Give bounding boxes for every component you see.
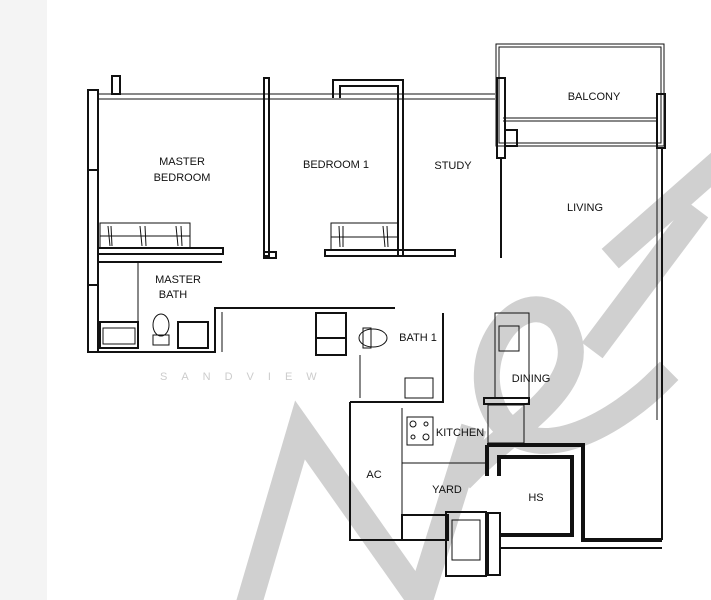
label-study: STUDY xyxy=(434,160,472,172)
label-hs: HS xyxy=(528,492,543,504)
label-living: LIVING xyxy=(567,202,603,214)
top-wall xyxy=(87,75,495,353)
label-ac: AC xyxy=(366,469,381,481)
label-master-bedroom-1: MASTER xyxy=(159,156,205,168)
label-master-bath-1: MASTER xyxy=(155,274,201,286)
label-bath-1: BATH 1 xyxy=(399,332,437,344)
label-bedroom-1: BEDROOM 1 xyxy=(303,159,369,171)
label-yard: YARD xyxy=(432,484,462,496)
watermark-text: SANDVIEW xyxy=(160,371,331,383)
interior-walls xyxy=(88,77,663,577)
side-margin xyxy=(0,0,47,600)
label-master-bedroom-2: BEDROOM xyxy=(154,172,211,184)
label-balcony: BALCONY xyxy=(568,91,621,103)
label-kitchen: KITCHEN xyxy=(436,427,484,439)
label-dining: DINING xyxy=(512,373,551,385)
balcony-walls xyxy=(495,43,666,149)
label-master-bath-2: BATH xyxy=(159,289,188,301)
